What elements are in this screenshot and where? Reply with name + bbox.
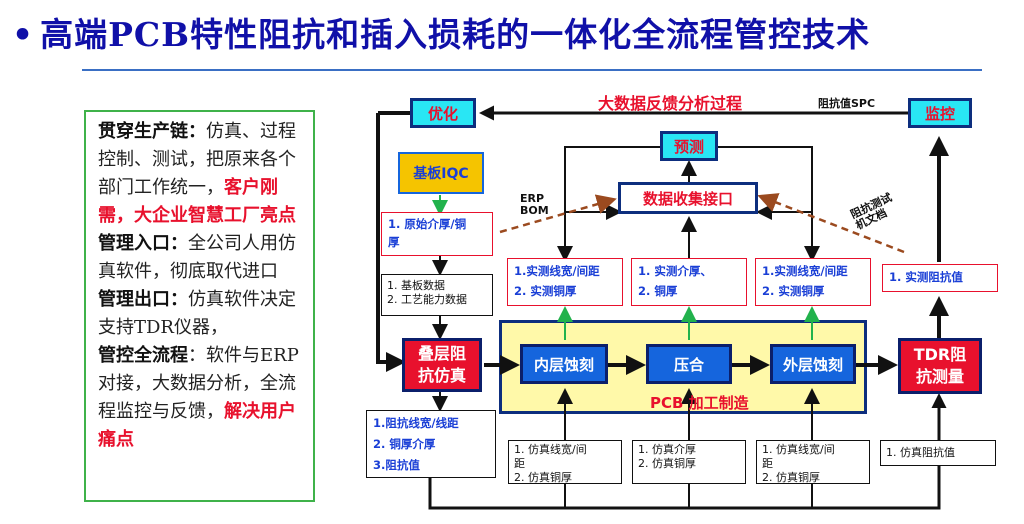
- tdr-node: TDR阻抗测量: [898, 338, 982, 394]
- original-thickness-box: 1. 原始介厚/铜厚: [381, 212, 493, 256]
- p2-heading: 管理入口：: [98, 233, 188, 254]
- erp-text: ERP: [520, 192, 545, 205]
- p1-text: 仿真、过程控制、测试，把原来各个部门工作统一，: [98, 121, 296, 198]
- summary-panel: 贯穿生产链：仿真、过程控制、测试，把原来各个部门工作统一，客户刚需，大企业智慧工…: [84, 110, 315, 502]
- manufacture-label: PCB 加工制造: [650, 392, 749, 413]
- p4-heading: 管控全流程: [98, 345, 188, 366]
- p4-text: ：软件与ERP对接，大数据分析，全流程监控与反馈，: [98, 345, 299, 422]
- meas2-1: 1. 实测介厚、: [638, 264, 712, 278]
- data-collect-node: 数据收集接口: [618, 182, 758, 214]
- sim-out-1: 1.阻抗线宽/线距: [373, 416, 459, 430]
- sim3-3: 2. 仿真铜厚: [762, 471, 820, 484]
- measure-box-2: 1. 实测介厚、 2. 铜厚: [631, 258, 747, 306]
- p4-highlight: 解决用户痛点: [98, 401, 296, 450]
- sim-out-2: 2. 铜厚介厚: [373, 437, 436, 451]
- p3-heading: 管理出口：: [98, 289, 188, 310]
- p2-text: 全公司人用仿真软件，彻底取代进口: [98, 233, 296, 282]
- inner-etch-node: 内层蚀刻: [520, 344, 608, 384]
- meas1-1: 1.实测线宽/间距: [514, 264, 600, 278]
- sim1-3: 2. 仿真铜厚: [514, 471, 572, 484]
- title-text: 高端PCB特性阻抗和插入损耗的一体化全流程管控技术: [40, 15, 871, 54]
- sim-output-box: 1.阻抗线宽/线距 2. 铜厚介厚 3.阻抗值: [366, 410, 496, 478]
- sim1-2: 距: [514, 457, 525, 470]
- bigdata-label: 大数据反馈分析过程: [598, 94, 743, 113]
- sim2-2: 2. 仿真铜厚: [638, 457, 696, 470]
- sub-2: 2. 工艺能力数据: [387, 293, 467, 306]
- p3-text: 仿真软件决定支持TDR仪器，: [98, 289, 296, 338]
- predict-node: 预测: [660, 131, 718, 161]
- tdr-1: TDR阻: [913, 345, 967, 364]
- measure-box-1: 1.实测线宽/间距 2. 实测铜厚: [507, 258, 623, 306]
- optimize-node: 优化: [410, 98, 476, 128]
- sim1-1: 1. 仿真线宽/间: [514, 443, 587, 456]
- page-title: •高端PCB特性阻抗和插入损耗的一体化全流程管控技术: [12, 8, 870, 56]
- sim2-1: 1. 仿真介厚: [638, 443, 696, 456]
- sim-input-box-4: 1. 仿真阻抗值: [880, 440, 996, 466]
- substrate-iqc-node: 基板IQC: [398, 152, 484, 194]
- title-underline: [82, 69, 982, 71]
- outer-etch-node: 外层蚀刻: [770, 344, 856, 384]
- pcb-text: PCB: [650, 394, 684, 412]
- p1-highlight: 客户刚需，大企业智慧工厂亮点: [98, 177, 296, 226]
- sim3-2: 距: [762, 457, 773, 470]
- orig-1: 1. 原始介厚/铜: [388, 217, 467, 231]
- bullet-dot: •: [12, 15, 35, 54]
- press-node: 压合: [646, 344, 732, 384]
- manufacture-text: 加工制造: [688, 394, 749, 412]
- sub-1: 1. 基板数据: [387, 279, 445, 292]
- sim-out-3: 3.阻抗值: [373, 458, 420, 472]
- sim3-1: 1. 仿真线宽/间: [762, 443, 835, 456]
- meas3-2: 2. 实测铜厚: [762, 284, 825, 298]
- p1-heading: 贯穿生产链：: [98, 121, 206, 142]
- bom-text: BOM: [520, 204, 549, 217]
- measure-box-3: 1.实测线宽/间距 2. 实测铜厚: [755, 258, 871, 306]
- stack-2: 抗仿真: [417, 366, 466, 385]
- meas2-2: 2. 铜厚: [638, 284, 678, 298]
- meas3-1: 1.实测线宽/间距: [762, 264, 848, 278]
- measure-box-4: 1. 实测阻抗值: [882, 264, 998, 292]
- meas1-2: 2. 实测铜厚: [514, 284, 577, 298]
- stack-sim-node: 叠层阻抗仿真: [402, 338, 482, 392]
- spc-label: 阻抗值SPC: [818, 97, 876, 110]
- orig-2: 厚: [388, 235, 400, 249]
- monitor-node: 监控: [908, 98, 972, 128]
- tdr-2: 抗测量: [915, 367, 964, 386]
- stack-1: 叠层阻: [417, 344, 466, 363]
